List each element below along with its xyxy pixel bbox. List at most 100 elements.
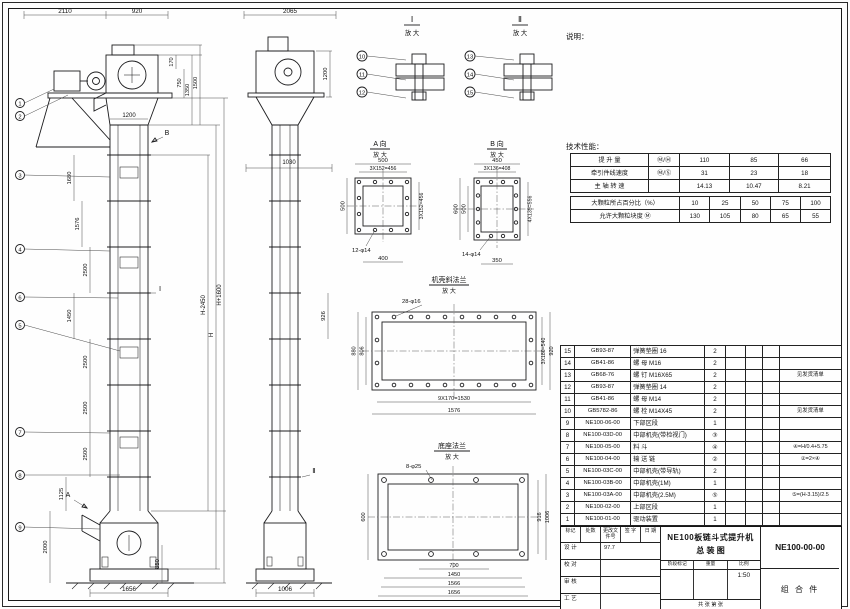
material-table: 大颗粒所占百分比（%） 10 25 50 75 100 允许大颗粒块度 Ⓜ 13… [569,196,832,224]
balloon: 9 [18,525,21,531]
dim-label: 1006 [278,586,293,593]
detail-title: 底座法兰 [438,441,466,450]
title-block-signatures: 标记 处数 更改文件号 签 字 日 期 设 计 97.7 校 对 审 核 [561,527,661,609]
dim-label: 1200 [122,113,136,119]
balloon: 5 [18,323,21,329]
capacity-row: 提 升 量 Ⓜ/Ⓗ 110 85 66 [569,153,832,168]
dim-label: 1656 [448,590,460,596]
dim-label: 2500 [83,356,89,369]
detail-title: A 向 [373,139,386,148]
balloon: 10 [359,54,365,60]
stage-value [661,569,695,599]
bom-row: 4 NE100-03B-00 中部机壳(1M) 1 [559,477,843,490]
rev-count: 处数 [581,527,601,542]
bom-row: 2 NE100-02-00 上部区段 1 [559,501,843,514]
balloon: 15 [467,90,473,96]
balloon: 12 [359,90,365,96]
dim-label: 1450 [67,310,73,323]
dim-label: 1030 [282,160,296,166]
dim-label: 926 [321,311,327,321]
scale-label: 比例 [739,562,749,567]
dim-label: 1350 [185,84,191,96]
drawing-number: NE100-00-00 [761,527,839,569]
bolt-holes [475,179,519,239]
balloon: 14 [467,72,474,78]
bom-row: 12 GB93-87 弹簧垫圈 14 2 [559,381,843,394]
dim-label: 1006 [545,511,551,523]
title-block-right: NE100-00-00 组 合 件 [761,527,839,609]
bom-row: 13 GB68-76 螺 钉 M16X65 2 见发货清单 [559,369,843,382]
balloon: 3 [18,173,21,179]
dim-label: 2500 [83,448,89,461]
casing-tower-side [269,124,301,511]
balloon: 4 [18,247,22,253]
dim-label: 1656 [122,586,137,593]
bolt-holes [374,314,534,388]
hole-callout: 14-φ14 [462,252,481,258]
rev-date: 日 期 [644,528,657,534]
dim-label: 916 [537,512,543,521]
anchor-holes [381,477,525,557]
bom-row: 10 GB5782-86 螺 栓 M14X45 2 见发货清单 [559,405,843,418]
dim-label: 9X170=1530 [438,396,470,402]
capacity-row: 主 轴 转 速 14.13 10.47 8.21 [569,179,832,194]
dim-label: 750 [177,78,183,87]
balloon: 8 [18,473,21,479]
detail-subtitle: 放 大 [373,151,387,159]
detail-subtitle: 放 大 [445,453,459,461]
bom-row: 9 NE100-06-00 下部区段 1 [559,417,843,430]
dim-label: 3X180=540 [541,338,547,365]
sheet-count: 共 张 第 张 [697,601,724,608]
material-row: 允许大颗粒块度 Ⓜ 130 105 80 65 55 [569,209,832,224]
front-elevation-view: 2110 920 [15,8,228,597]
capacity-table: 提 升 量 Ⓜ/Ⓗ 110 85 66 牵引件线速度 Ⓜ/Ⓢ 31 23 18 … [569,153,832,194]
side-elevation-view: 2065 1200 1030 926 Ⅱ [243,8,337,597]
dim-label: 1576 [75,218,81,231]
section-ii-label: Ⅱ [312,468,315,475]
dim-label: 500 [462,204,468,214]
signature-row: 校 对 [561,559,660,577]
rev-doc: 更改文件号 [601,527,621,542]
specs-title: 技术性能： [566,142,604,151]
dim-label: 400 [378,256,388,262]
dim-label: 350 [492,258,502,264]
title-block-center: NE100板链斗式提升机 总 装 图 阶段标记 重量 比例 1:50 共 张 第… [661,527,761,609]
stage-weight-scale-labels: 阶段标记 重量 比例 [661,561,760,570]
detail-subtitle: 放 大 [442,287,456,295]
dim-label: 2000 [43,541,49,554]
bom-row: 8 NE100-03D-00 中部机壳(带检视门) ③ [559,429,843,442]
dim-label: 2500 [83,402,89,415]
dim-label: H+1600 [217,284,223,306]
dim-label: 1200 [323,68,329,81]
stage-label: 阶段标记 [661,561,695,569]
bom-row: 15 GB93-87 弹簧垫圈 16 2 [559,345,843,358]
revision-header: 标记 处数 更改文件号 签 字 日 期 [561,527,660,543]
detail-title: B 向 [490,139,504,148]
view-b-flange-detail: B 向 放 大 450 3X136=408 600 500 4X139=556 … [454,139,534,265]
dim-label: 880 [352,346,358,355]
drive-machinery [35,44,173,148]
view-a-flange-detail: A 向 放 大 500 3X152=456 500 3X152=456 12-φ… [341,139,425,263]
weight-label: 重量 [694,561,728,569]
balloon: 13 [467,54,473,60]
balloon: 1 [18,101,21,107]
hole-callout: 28-φ16 [402,299,421,305]
casing-tower [107,124,151,511]
assembly-kind: 组 合 件 [780,584,820,594]
view-b-label: B [165,130,170,137]
bolt-joint-details: Ⅰ 放 大 10 11 12 Ⅱ 放 大 13 14 [356,15,553,101]
signature-row: 审 核 [561,576,660,594]
parts-list: 15 GB93-87 弹簧垫圈 16 2 14 GB41-86 螺 母 M16 … [559,345,843,543]
section-i-label: Ⅰ [159,286,161,293]
detail-title: Ⅱ [518,15,522,24]
dim-label: 920 [549,346,555,355]
bom-row: 14 GB41-86 螺 母 M16 2 [559,357,843,370]
detail-title: Ⅰ [411,15,413,24]
dim-label: H-2450 [201,295,207,315]
dim-label: 2065 [283,8,298,15]
bom-row: 3 NE100-03A-00 中部机壳(2.5M) ⑤ ⑤=(H-3.15)/2… [559,489,843,502]
signature-rows: 设 计 97.7 校 对 审 核 工 艺 [561,542,660,609]
dim-label: 850 [155,559,161,569]
detail-title: 机壳斜法兰 [432,275,467,284]
